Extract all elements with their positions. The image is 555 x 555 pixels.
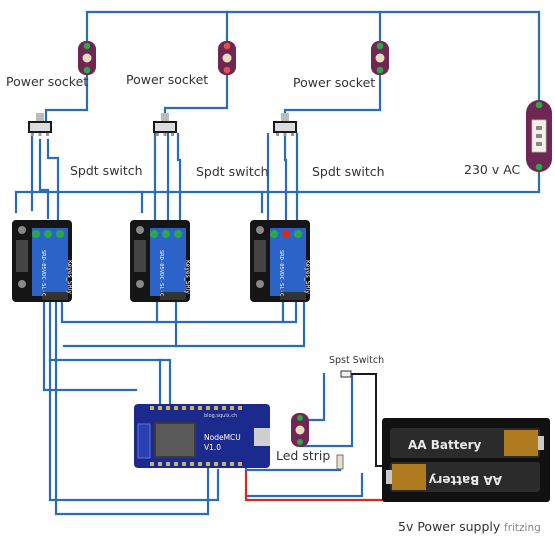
wire-relay-in-bus bbox=[62, 300, 306, 348]
label-spdt-switch-1: Spdt switch bbox=[70, 163, 143, 178]
relay-3-model-text: SRD-05VDC-SL-C bbox=[278, 250, 284, 296]
spdt-switch-2 bbox=[153, 113, 177, 136]
label-spdt-switch-2: Spdt switch bbox=[196, 164, 269, 179]
led-strip bbox=[291, 413, 309, 447]
label-power-socket-1: Power socket bbox=[6, 74, 88, 89]
wire-spdt2-relay2-c bbox=[176, 132, 182, 224]
label-led-strip: Led strip bbox=[276, 448, 330, 463]
power-socket-3 bbox=[371, 41, 389, 75]
wire-spst-down bbox=[298, 372, 326, 422]
wire-led-to-node bbox=[244, 466, 342, 472]
wire-relay-gnd-bus bbox=[48, 358, 162, 406]
wire-ac-common bbox=[14, 168, 541, 214]
wire-spdt1-relay1-c bbox=[46, 138, 60, 224]
fritzing-watermark: fritzing bbox=[504, 522, 541, 534]
label-power-socket-3: Power socket bbox=[293, 75, 375, 90]
power-socket-1 bbox=[78, 41, 96, 75]
nodemcu-board: blog.squix.ch NodeMCU V1.0 bbox=[134, 404, 270, 468]
nodemcu-version: V1.0 bbox=[204, 443, 221, 452]
power-socket-2 bbox=[218, 41, 236, 75]
wire-r1-in bbox=[54, 300, 210, 516]
label-ac: 230 v AC bbox=[464, 162, 521, 177]
spdt-switch-3 bbox=[273, 113, 297, 136]
wire-node-right bbox=[244, 472, 364, 498]
resistor bbox=[336, 454, 344, 470]
relay-3-brand-text: Keyes_SRly bbox=[304, 260, 311, 294]
battery-pack: AA Battery AA Battery bbox=[382, 418, 550, 502]
wire-top-bus bbox=[85, 10, 541, 104]
relay-2-model-text: SRD-05VDC-SL-C bbox=[158, 250, 164, 296]
wire-r1-extra bbox=[60, 300, 298, 324]
wire-spdt1-relay1-b bbox=[38, 138, 50, 220]
relay-1-model-text: SRD-05VDC-SL-C bbox=[40, 250, 46, 296]
wire-r1-gnd bbox=[48, 300, 220, 502]
wire-spdt3-relay3-b bbox=[283, 132, 288, 224]
spdt-switch-1 bbox=[28, 113, 52, 136]
label-spst-switch: Spst Switch bbox=[329, 355, 384, 366]
wire-r1-vcc bbox=[42, 300, 138, 392]
wire-socket1-spdt1 bbox=[44, 72, 89, 130]
battery-label-top: AA Battery bbox=[408, 438, 482, 452]
blue-wires bbox=[14, 10, 541, 516]
label-power-supply: 5v Power supply bbox=[398, 519, 501, 534]
nodemcu-title: NodeMCU bbox=[204, 433, 241, 442]
label-power-socket-2: Power socket bbox=[126, 72, 208, 87]
wire-power-black bbox=[345, 373, 385, 467]
relay-module-1: SRD-05VDC-SL-C Keyes_SRly bbox=[12, 220, 73, 302]
nodemcu-url: blog.squix.ch bbox=[204, 413, 237, 419]
label-spdt-switch-3: Spdt switch bbox=[312, 164, 385, 179]
wire-relay-d-bus bbox=[158, 358, 172, 406]
relay-2-brand-text: Keyes_SRly bbox=[184, 260, 191, 294]
relay-module-3: SRD-05VDC-SL-C Keyes_SRly bbox=[250, 220, 311, 302]
relay-module-2: SRD-05VDC-SL-C Keyes_SRly bbox=[130, 220, 191, 302]
relay-1-brand-text: Keyes_SRly bbox=[66, 260, 73, 294]
ac-input-socket bbox=[526, 100, 552, 172]
battery-label-bottom: AA Battery bbox=[428, 473, 502, 487]
spst-switch bbox=[340, 370, 352, 378]
